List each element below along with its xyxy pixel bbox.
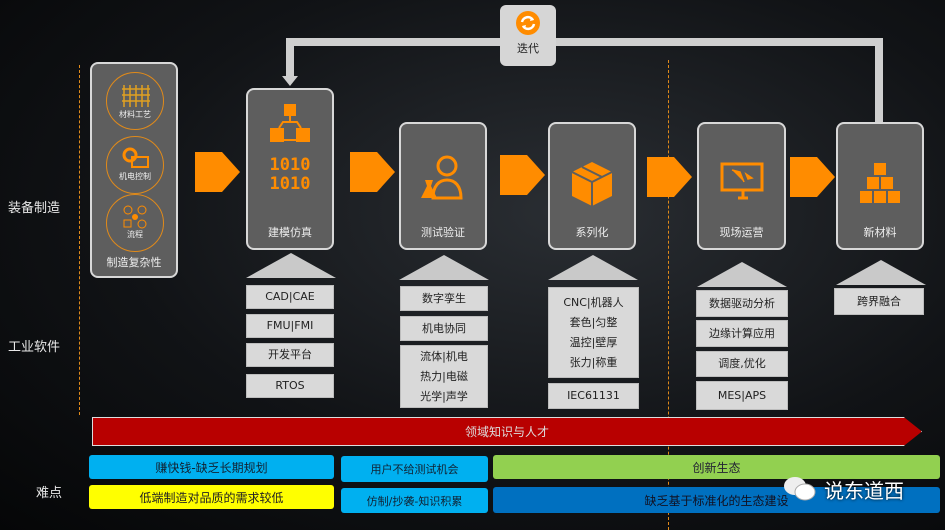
stage-title: 系列化 xyxy=(575,226,609,239)
difficulty-standard: 缺乏基于标准化的生态建设 xyxy=(493,487,940,513)
divider xyxy=(79,65,80,415)
scientist-icon xyxy=(421,155,463,200)
software-item: 温控|壁厚 xyxy=(569,335,618,349)
stage-title: 现场运营 xyxy=(719,226,764,239)
software-item-group: CNC|机器人套色|匀整温控|壁厚张力|称重 xyxy=(548,287,639,378)
wechat-icon xyxy=(784,477,816,501)
software-item: FMU|FMI xyxy=(246,314,334,338)
iterate-badge: 迭代 xyxy=(500,5,556,66)
circle-label: 流程 xyxy=(127,230,143,239)
difficulty-quick-money: 赚快钱-缺乏长期规划 xyxy=(89,455,334,479)
software-item: 光学|声学 xyxy=(420,389,468,403)
software-item: CNC|机器人 xyxy=(563,295,624,309)
flow-arrow xyxy=(647,157,692,197)
difficulty-copy: 仿制/抄袭-知识积累 xyxy=(341,488,488,513)
support-triangle xyxy=(399,255,489,280)
loop-arrowhead xyxy=(282,76,298,86)
grid-icon xyxy=(122,85,150,107)
software-item: 机电协同 xyxy=(400,316,488,341)
process-circle: 流程 xyxy=(106,194,164,252)
software-item: IEC61131 xyxy=(548,383,639,409)
stacked-boxes-icon xyxy=(860,163,900,203)
gear-icon xyxy=(122,147,149,168)
loop-line xyxy=(286,38,883,46)
stage-title: 新材料 xyxy=(863,226,897,239)
flow-arrow xyxy=(500,155,545,195)
software-item: 数据驱动分析 xyxy=(696,290,788,317)
complexity-title: 制造复杂性 xyxy=(106,256,162,269)
flow-arrow xyxy=(790,157,835,197)
software-item: CAD|CAE xyxy=(246,285,334,309)
iterate-label: 迭代 xyxy=(517,42,539,55)
complexity-box: 材料工艺 机电控制 流程 制造复杂性 xyxy=(90,62,178,278)
flow-icon xyxy=(123,205,147,229)
stage-new-materials: 新材料 xyxy=(836,122,924,250)
row-label-difficulty: 难点 xyxy=(36,486,63,501)
support-triangle xyxy=(836,260,926,285)
watermark: 说东道西 xyxy=(782,474,904,504)
circle-label: 材料工艺 xyxy=(119,110,151,119)
difficulty-no-test: 用户不给测试机会 xyxy=(341,456,488,482)
software-item: RTOS xyxy=(246,374,334,398)
material-circle: 材料工艺 xyxy=(106,72,164,130)
row-label-equipment: 装备制造 xyxy=(8,201,61,216)
knowledge-talent-bar: 领域知识与人才 xyxy=(92,417,922,446)
cubes-network-icon xyxy=(270,104,310,142)
support-triangle xyxy=(548,255,638,280)
stage-title: 测试验证 xyxy=(421,226,465,239)
software-item: 流体|机电 xyxy=(420,349,468,363)
flow-arrow xyxy=(350,152,395,192)
flow-arrow xyxy=(195,152,240,192)
electromech-circle: 机电控制 xyxy=(106,136,164,194)
software-item: 开发平台 xyxy=(246,343,334,367)
software-item: 套色|匀整 xyxy=(569,315,618,329)
software-item: 边缘计算应用 xyxy=(696,320,788,347)
circle-label: 机电控制 xyxy=(119,172,151,181)
watermark-text: 说东道西 xyxy=(824,478,904,503)
box-icon xyxy=(571,162,613,206)
software-item: 热力|电磁 xyxy=(420,369,468,383)
difficulty-low-end: 低端制造对品质的需求较低 xyxy=(89,485,334,509)
loop-line xyxy=(286,38,294,78)
stage-testing: 测试验证 xyxy=(399,122,487,250)
stage-serialization: 系列化 xyxy=(548,122,636,250)
stage-title: 建模仿真 xyxy=(268,226,312,239)
software-item: 跨界融合 xyxy=(834,288,924,315)
software-item: 张力|称重 xyxy=(569,355,618,369)
support-triangle xyxy=(246,253,336,278)
knowledge-bar-label: 领域知识与人才 xyxy=(464,425,549,439)
divider xyxy=(668,60,669,530)
software-item-group: 流体|机电热力|电磁光学|声学 xyxy=(400,345,488,408)
monitor-icon xyxy=(720,162,763,200)
support-triangle xyxy=(697,262,787,287)
difficulty-innovation: 创新生态 xyxy=(493,455,940,479)
loop-line xyxy=(875,38,883,124)
row-label-software: 工业软件 xyxy=(8,340,61,355)
stage-operations: 现场运营 xyxy=(697,122,786,250)
software-item: MES|APS xyxy=(696,381,788,410)
software-item: 调度,优化 xyxy=(696,351,788,377)
software-item: 数字孪生 xyxy=(400,286,488,311)
refresh-icon xyxy=(516,11,540,35)
